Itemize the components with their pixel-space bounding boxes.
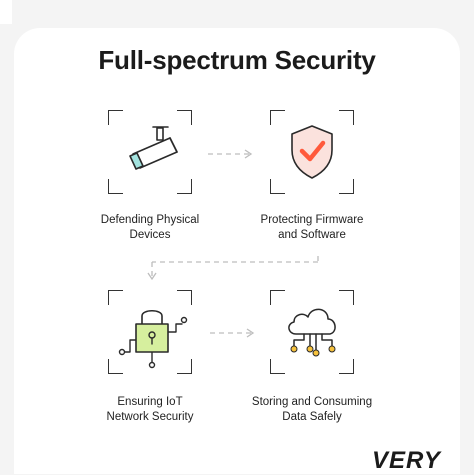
step-3-label-line1: Ensuring IoT [117, 396, 183, 408]
step-2-label-line2: and Software [278, 229, 346, 241]
arrow-middle-head [147, 272, 157, 281]
step-4-label-line2: Data Safely [282, 411, 342, 423]
step-1-label-line1: Defending Physical [100, 214, 200, 226]
step-1-label-line2: Devices [129, 229, 171, 241]
step-1-frame [108, 110, 192, 194]
step-1-label: Defending Physical Devices [70, 213, 230, 243]
cloud-data-icon [288, 308, 336, 357]
content-card [14, 28, 460, 474]
step-3-frame [108, 290, 192, 374]
brand-logo: VERY [372, 447, 441, 474]
security-camera-icon [129, 126, 178, 170]
arrow-bottom-head [246, 328, 255, 338]
step-4-label: Storing and Consuming Data Safely [232, 395, 392, 425]
background-corner-tab [0, 0, 12, 24]
step-2-frame [270, 110, 354, 194]
step-2-label: Protecting Firmware and Software [232, 213, 392, 243]
step-3-label-line2: Network Security [106, 411, 194, 423]
step-2-label-line1: Protecting Firmware [260, 214, 364, 226]
step-4-label-line1: Storing and Consuming [251, 396, 373, 408]
shield-check-icon [291, 125, 333, 179]
arrow-middle [151, 256, 319, 278]
step-4-frame [270, 290, 354, 374]
step-3-label: Ensuring IoT Network Security [70, 395, 230, 425]
arrow-top-head [244, 149, 253, 159]
page-title: Full-spectrum Security [98, 45, 376, 75]
network-lock-icon [118, 309, 188, 369]
